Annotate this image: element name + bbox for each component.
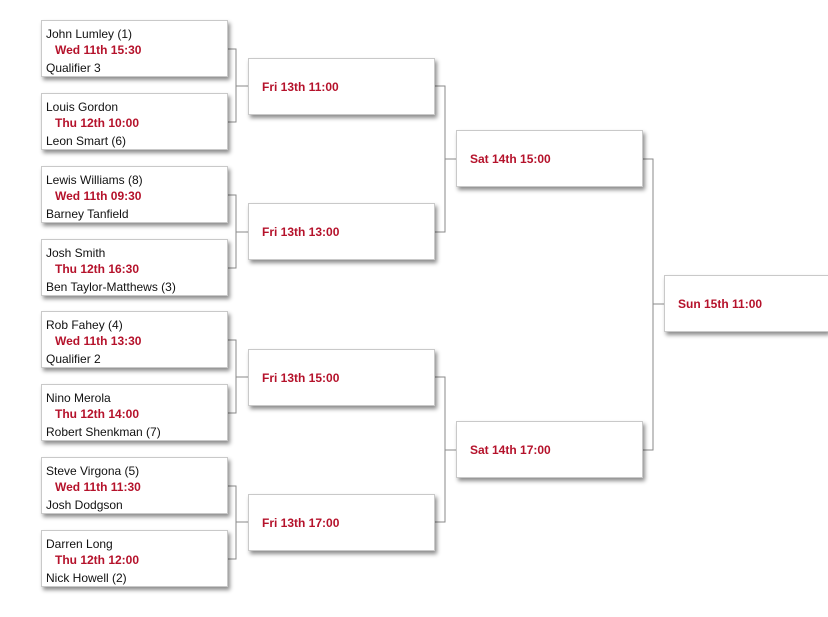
match-time: Sat 14th 15:00 bbox=[470, 151, 551, 166]
player-top: Nino Merola bbox=[46, 391, 111, 405]
player-top: Darren Long bbox=[46, 537, 113, 551]
match-time: Thu 12th 14:00 bbox=[55, 407, 140, 421]
player-bottom: Josh Dodgson bbox=[46, 498, 123, 512]
player-bottom: Robert Shenkman (7) bbox=[46, 425, 161, 439]
match-time: Wed 11th 09:30 bbox=[55, 189, 142, 203]
match-time: Thu 12th 10:00 bbox=[55, 116, 140, 130]
player-top: Lewis Williams (8) bbox=[46, 173, 143, 187]
match-r2-2[interactable]: Fri 13th 13:00 bbox=[248, 203, 435, 260]
player-bottom: Qualifier 3 bbox=[46, 61, 101, 75]
player-top: Louis Gordon bbox=[46, 100, 119, 114]
match-r1-6[interactable]: Nino Merola Thu 12th 14:00 Robert Shenkm… bbox=[41, 384, 228, 441]
player-top: Rob Fahey (4) bbox=[46, 318, 123, 332]
match-time: Sun 15th 11:00 bbox=[678, 296, 763, 311]
match-time: Fri 13th 11:00 bbox=[262, 79, 339, 94]
match-r1-3[interactable]: Lewis Williams (8) Wed 11th 09:30 Barney… bbox=[41, 166, 228, 223]
match-time: Fri 13th 15:00 bbox=[262, 370, 340, 385]
player-bottom: Qualifier 2 bbox=[46, 352, 101, 366]
match-r2-3[interactable]: Fri 13th 15:00 bbox=[248, 349, 435, 406]
player-bottom: Leon Smart (6) bbox=[46, 134, 127, 148]
match-r1-4[interactable]: Josh Smith Thu 12th 16:30 Ben Taylor-Mat… bbox=[41, 239, 228, 296]
match-r1-7[interactable]: Steve Virgona (5) Wed 11th 11:30 Josh Do… bbox=[41, 457, 228, 514]
player-top: Steve Virgona (5) bbox=[46, 464, 140, 478]
match-time: Fri 13th 13:00 bbox=[262, 224, 340, 239]
match-time: Wed 11th 11:30 bbox=[55, 480, 141, 494]
player-bottom: Barney Tanfield bbox=[46, 207, 129, 221]
match-final[interactable]: Sun 15th 11:00 bbox=[664, 275, 828, 332]
match-r1-8[interactable]: Darren Long Thu 12th 12:00 Nick Howell (… bbox=[41, 530, 228, 587]
match-time: Wed 11th 13:30 bbox=[55, 334, 142, 348]
match-time: Thu 12th 12:00 bbox=[55, 553, 140, 567]
match-time: Thu 12th 16:30 bbox=[55, 262, 140, 276]
match-r1-5[interactable]: Rob Fahey (4) Wed 11th 13:30 Qualifier 2 bbox=[41, 311, 228, 368]
player-top: John Lumley (1) bbox=[46, 27, 133, 41]
match-r3-2[interactable]: Sat 14th 17:00 bbox=[456, 421, 643, 478]
match-r3-1[interactable]: Sat 14th 15:00 bbox=[456, 130, 643, 187]
match-r2-1[interactable]: Fri 13th 11:00 bbox=[248, 58, 435, 115]
player-top: Josh Smith bbox=[46, 246, 106, 260]
player-bottom: Ben Taylor-Matthews (3) bbox=[46, 280, 176, 294]
match-r1-2[interactable]: Louis Gordon Thu 12th 10:00 Leon Smart (… bbox=[41, 93, 228, 150]
match-time: Fri 13th 17:00 bbox=[262, 515, 340, 530]
player-bottom: Nick Howell (2) bbox=[46, 571, 127, 585]
match-time: Wed 11th 15:30 bbox=[55, 43, 142, 57]
match-r1-1[interactable]: John Lumley (1) Wed 11th 15:30 Qualifier… bbox=[41, 20, 228, 77]
match-time: Sat 14th 17:00 bbox=[470, 442, 551, 457]
match-r2-4[interactable]: Fri 13th 17:00 bbox=[248, 494, 435, 551]
